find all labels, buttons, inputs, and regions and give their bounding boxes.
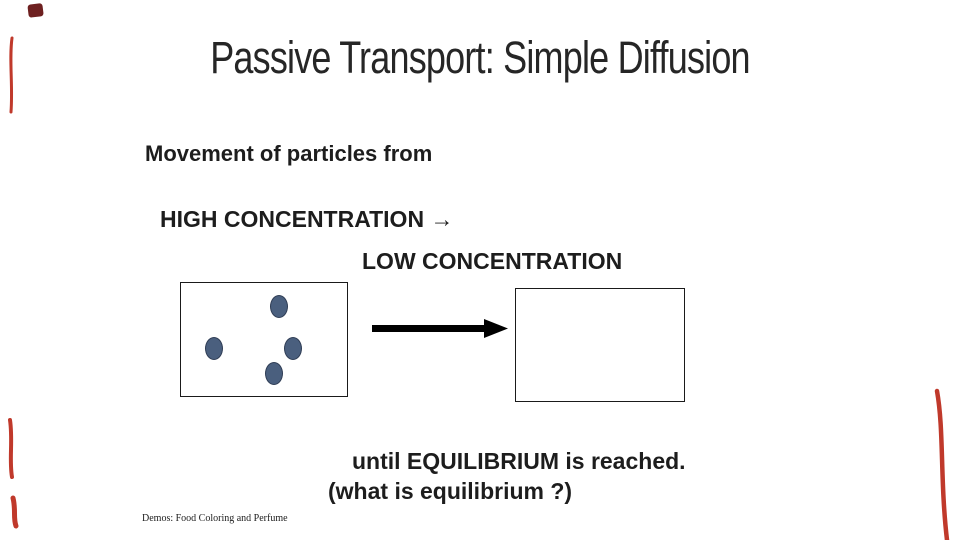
text-low-concentration: LOW CONCENTRATION <box>362 248 623 274</box>
low-concentration-box <box>515 288 685 402</box>
text-movement-of-particles: Movement of particles from <box>145 141 433 166</box>
particle <box>270 295 288 318</box>
citation-text: Demos: Food Coloring and Perfume <box>142 513 288 524</box>
particle <box>284 337 302 360</box>
bottom-right-ink-stroke <box>934 388 950 540</box>
particle <box>265 362 283 385</box>
arrow-head <box>484 319 508 338</box>
text-until-equilibrium: until EQUILIBRIUM is reached. <box>352 448 686 474</box>
text-what-is-equilibrium: (what is equilibrium ?) <box>328 478 573 504</box>
text-high-concentration: HIGH CONCENTRATION → <box>160 206 454 232</box>
diffusion-arrow-icon <box>372 319 508 338</box>
particle <box>205 337 223 360</box>
high-concentration-box <box>180 282 348 397</box>
left-edge-ink-stroke <box>9 36 14 114</box>
bottom-left-ink-dot <box>10 495 19 529</box>
slide-title: Passive Transport: Simple Diffusion <box>210 32 750 83</box>
bottom-left-ink-stroke <box>8 418 14 479</box>
top-left-corner-mark <box>27 3 44 18</box>
